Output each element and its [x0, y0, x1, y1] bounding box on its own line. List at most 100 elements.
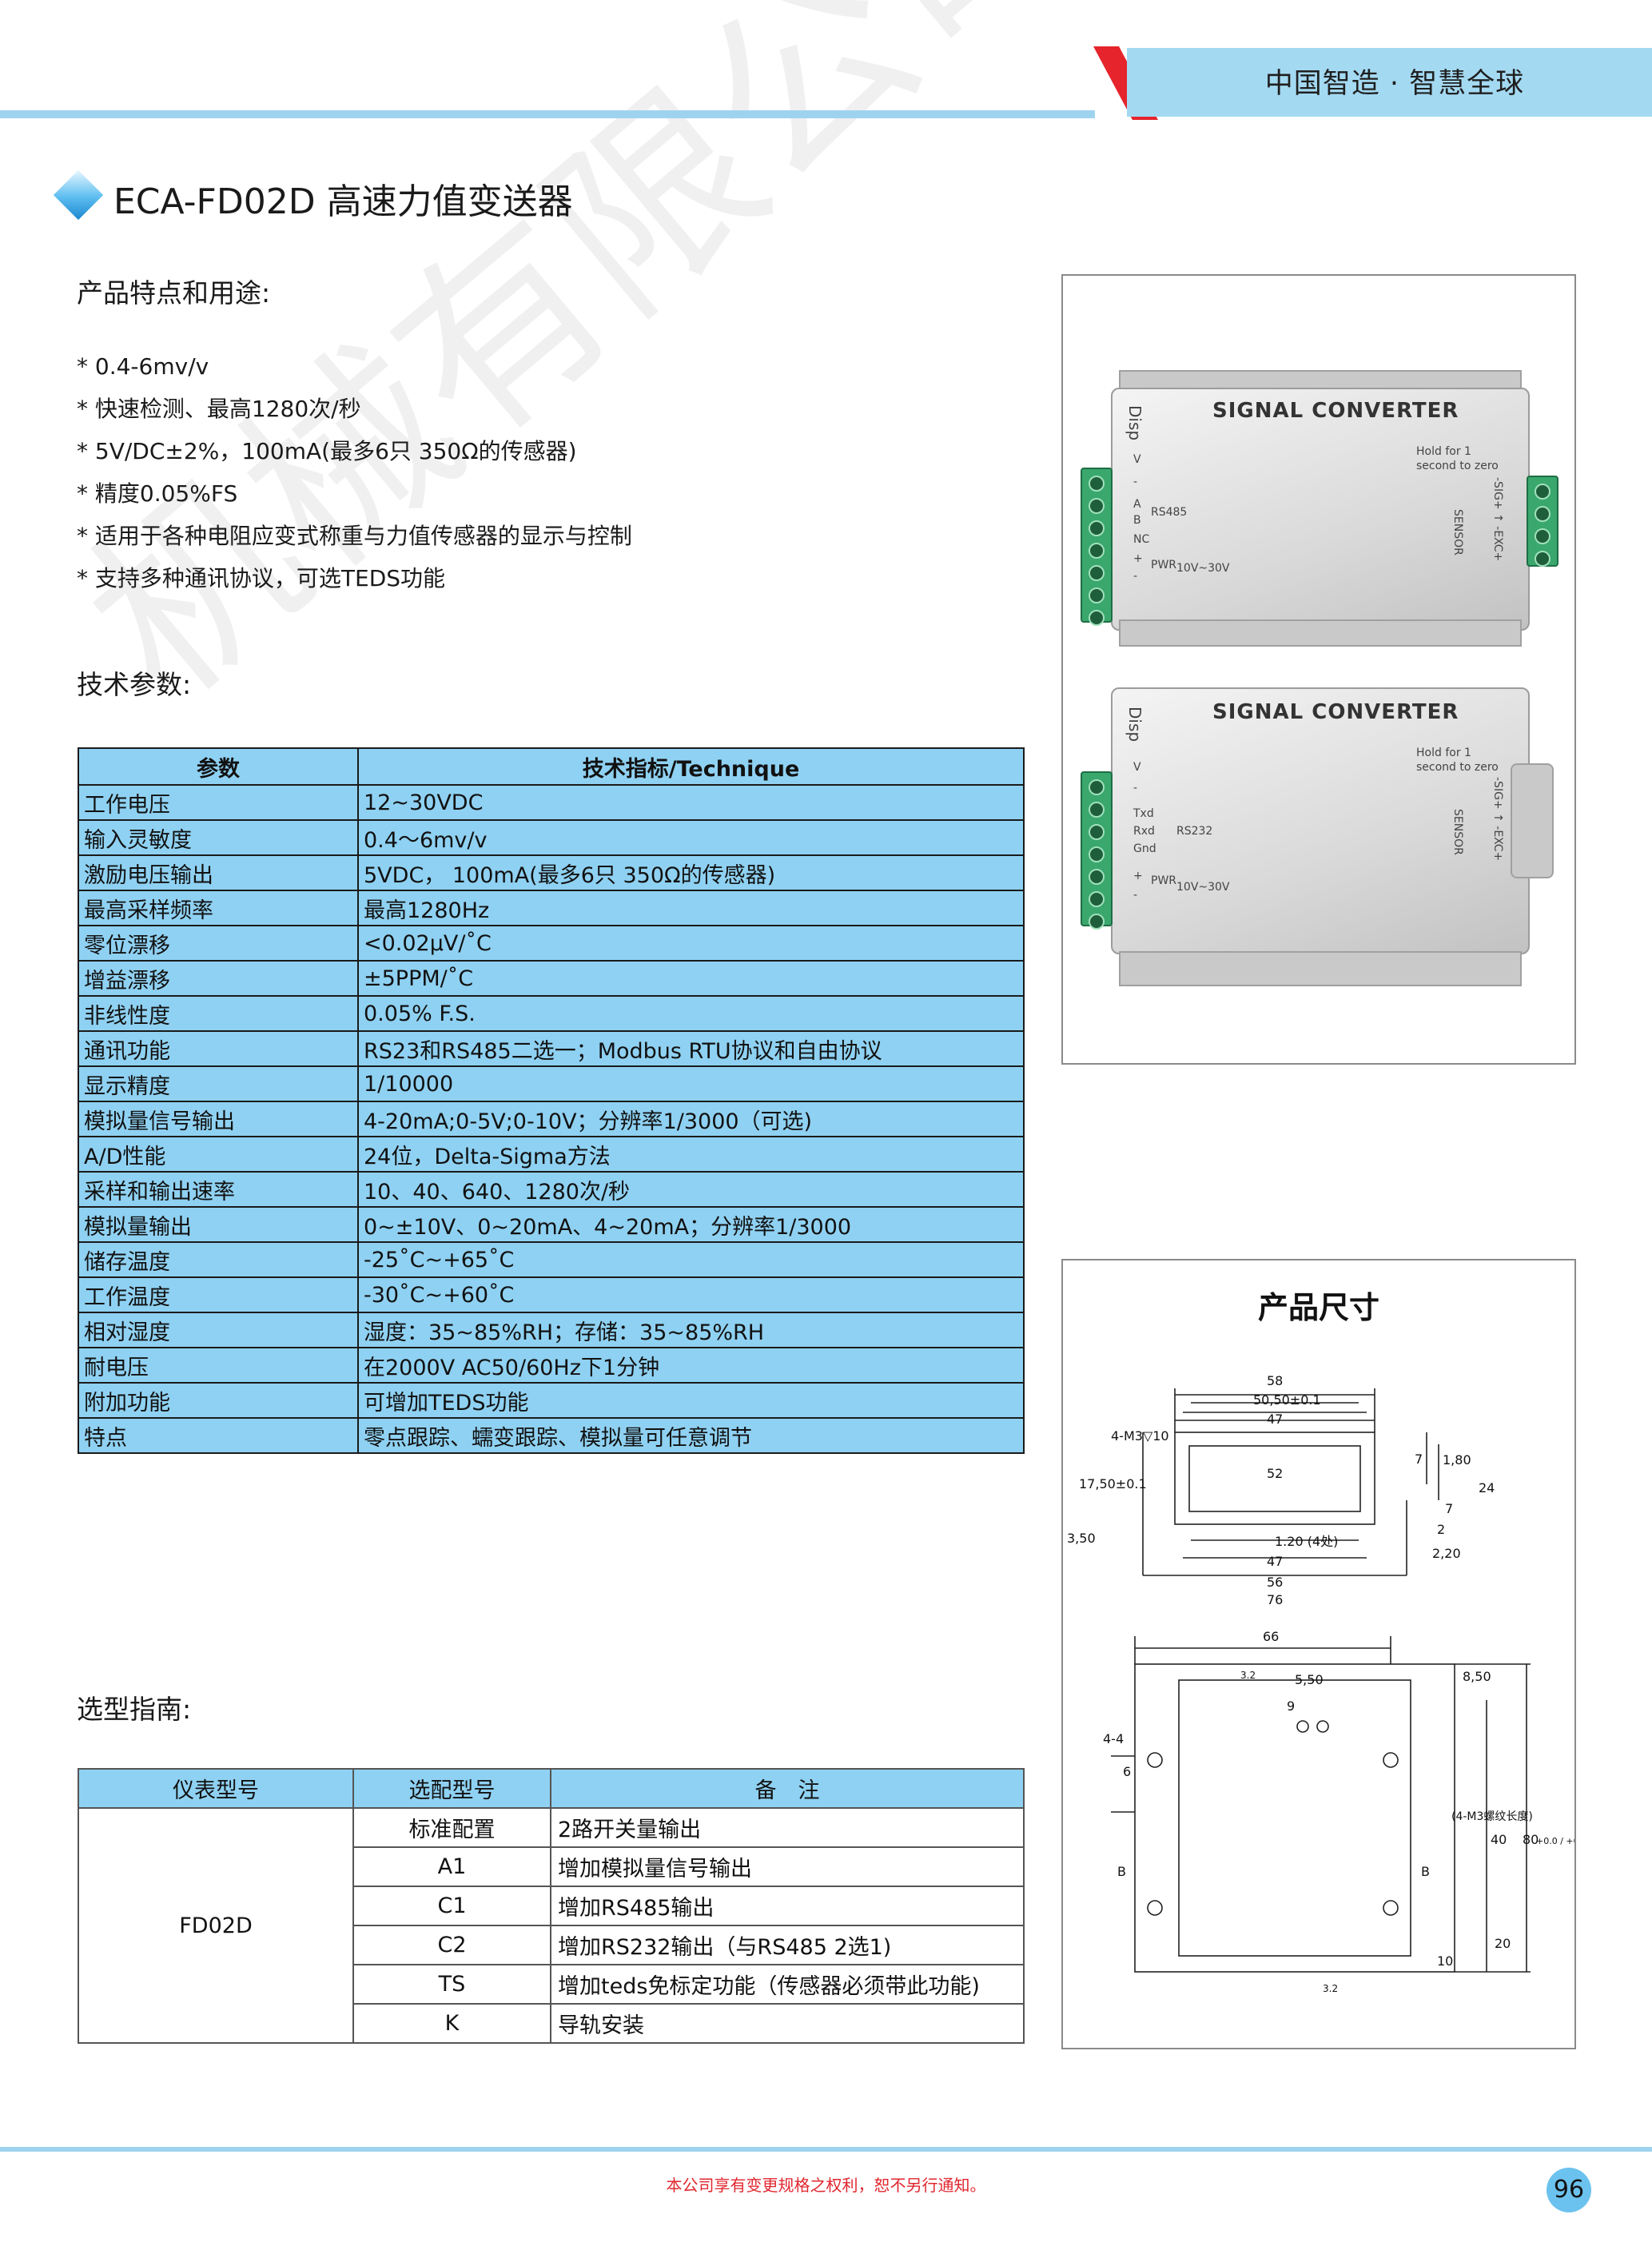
option-remark: 增加RS485输出	[550, 1886, 1025, 1926]
spec-value: 0~±10V、0~20mA、4~20mA；分辨率1/3000	[357, 1206, 1025, 1243]
spec-name: 工作电压	[78, 784, 359, 821]
hold-text: Hold for 1	[1416, 747, 1471, 759]
dim-label: 17,50±0.1	[1079, 1476, 1147, 1491]
table-row: FD02D 标准配置 2路开关量输出	[78, 1807, 1025, 2044]
disp-label: Disp	[1125, 405, 1144, 441]
table-row: K 导轨安装	[78, 2003, 1025, 2044]
pin-label: -	[1133, 476, 1138, 488]
spec-value: 0.4～6mv/v	[357, 819, 1025, 856]
selection-heading: 选型指南:	[77, 1694, 192, 1725]
pwr-label: PWR	[1151, 874, 1177, 887]
model-cell: FD02D	[78, 1807, 354, 2044]
voltage-label: 10V~30V	[1176, 881, 1230, 894]
dim-label: 40	[1491, 1832, 1507, 1847]
table-row: 模拟量信号输出 4-20mA;0-5V;0-10V；分辨率1/3000（可选)	[78, 1101, 1025, 1137]
features-heading: 产品特点和用途:	[77, 277, 271, 309]
spec-value: -25˚C~+65˚C	[357, 1241, 1025, 1278]
dim-label: 7	[1445, 1501, 1453, 1516]
spec-name: 相对湿度	[78, 1312, 359, 1348]
pin-label: Rxd	[1133, 825, 1155, 838]
spec-value: 0.05% F.S.	[357, 995, 1025, 1032]
pin-label: B	[1133, 514, 1141, 527]
dim-label: 10	[1437, 1953, 1453, 1969]
option-code: C1	[352, 1886, 551, 1926]
dim-label: 58	[1267, 1373, 1283, 1388]
footer-rule	[0, 2147, 1652, 2152]
dim-label: 66	[1263, 1629, 1279, 1644]
mounting-bracket	[1119, 619, 1522, 647]
option-code: A1	[352, 1846, 551, 1887]
spec-name: 特点	[78, 1417, 359, 1454]
spec-name: 耐电压	[78, 1347, 359, 1384]
dim-label: 2,20	[1432, 1546, 1461, 1561]
page-title: ECA-FD02D 高速力值变送器	[113, 181, 573, 222]
spec-name: 显示精度	[78, 1065, 359, 1102]
feature-item: * 适用于各种电阻应变式称重与力值传感器的显示与控制	[77, 523, 632, 549]
header-slogan: 中国智造 · 智慧全球	[1264, 68, 1525, 100]
pin-label: -	[1133, 782, 1138, 794]
spec-value: 湿度：35~85%RH；存储：35~85%RH	[357, 1312, 1025, 1348]
dim-label: 47	[1267, 1412, 1283, 1427]
pin-label: V	[1133, 761, 1141, 774]
green-terminal-block	[1527, 476, 1558, 567]
header-banner	[1127, 48, 1652, 117]
dim-label: 80	[1523, 1832, 1539, 1847]
header-rule	[0, 110, 1095, 118]
dim-label: 8,50	[1463, 1669, 1491, 1684]
pin-label: NC	[1133, 533, 1150, 546]
table-row: C1 增加RS485输出	[78, 1886, 1025, 1926]
pin-label: +	[1133, 870, 1143, 882]
sensor-pins-label: -SIG+ ↑ -EXC+	[1491, 777, 1504, 862]
dimension-drawing: 产品尺寸	[1061, 1259, 1576, 2049]
table-row: TS 增加teds免标定功能（传感器必须带此功能)	[78, 1964, 1025, 2005]
converter-rs485: SIGNAL CONVERTER Disp Hold for 1 second …	[1111, 388, 1530, 631]
pin-label: V	[1133, 453, 1141, 466]
table-row: 零位漂移<0.02μV/˚C	[78, 925, 1025, 962]
spec-value: 最高1280Hz	[357, 890, 1025, 926]
pin-label: +	[1133, 552, 1143, 565]
hold-text: second to zero	[1416, 460, 1499, 472]
spec-name: 零位漂移	[78, 925, 359, 962]
spec-name: 模拟量输出	[78, 1206, 359, 1243]
option-code: C2	[352, 1925, 551, 1965]
voltage-label: 10V~30V	[1176, 562, 1230, 575]
specs-heading: 技术参数:	[77, 669, 192, 700]
pin-label: -	[1133, 570, 1138, 583]
dim-label: +0.0 / +0.2	[1536, 1836, 1574, 1846]
spec-name: 通讯功能	[78, 1030, 359, 1067]
dim-label: 3,50	[1067, 1531, 1096, 1546]
roughness-mark: 3.2	[1240, 1670, 1256, 1681]
dim-label: 9	[1287, 1698, 1295, 1714]
dim-label: 20	[1495, 1936, 1511, 1951]
hold-text: second to zero	[1416, 761, 1499, 774]
table-row: 最高采样频率最高1280Hz	[78, 890, 1025, 926]
diamond-bullet-icon	[53, 169, 104, 221]
spec-name: 采样和输出速率	[78, 1171, 359, 1208]
spec-value: RS23和RS485二选一；Modbus RTU协议和自由协议	[357, 1030, 1025, 1067]
pin-label: Txd	[1133, 807, 1154, 820]
device-label: SIGNAL CONVERTER	[1212, 700, 1459, 724]
spec-name: 模拟量信号输出	[78, 1101, 359, 1137]
option-remark: 增加teds免标定功能（传感器必须带此功能)	[550, 1964, 1025, 2005]
dim-label: 6	[1123, 1764, 1131, 1779]
dim-label: 50,50±0.1	[1253, 1392, 1321, 1408]
table-row: 附加功能可增加TEDS功能	[78, 1382, 1025, 1419]
option-remark: 导轨安装	[550, 2003, 1025, 2044]
feature-item: * 支持多种通讯协议，可选TEDS功能	[77, 565, 446, 591]
dim-label: 56	[1267, 1575, 1283, 1590]
sel-col-model: 仪表型号	[78, 1768, 354, 1809]
device-label: SIGNAL CONVERTER	[1212, 399, 1459, 423]
dim-label: 4-4	[1103, 1731, 1124, 1746]
table-row: 增益漂移±5PPM/˚C	[78, 960, 1025, 997]
disp-label: Disp	[1125, 707, 1144, 743]
profile-outline	[1174, 1432, 1375, 1525]
table-row: 储存温度-25˚C~+65˚C	[78, 1241, 1025, 1278]
sensor-pins-label: -SIG+ ↑ -EXC+	[1491, 477, 1504, 562]
din-rail-bracket	[1119, 951, 1522, 986]
